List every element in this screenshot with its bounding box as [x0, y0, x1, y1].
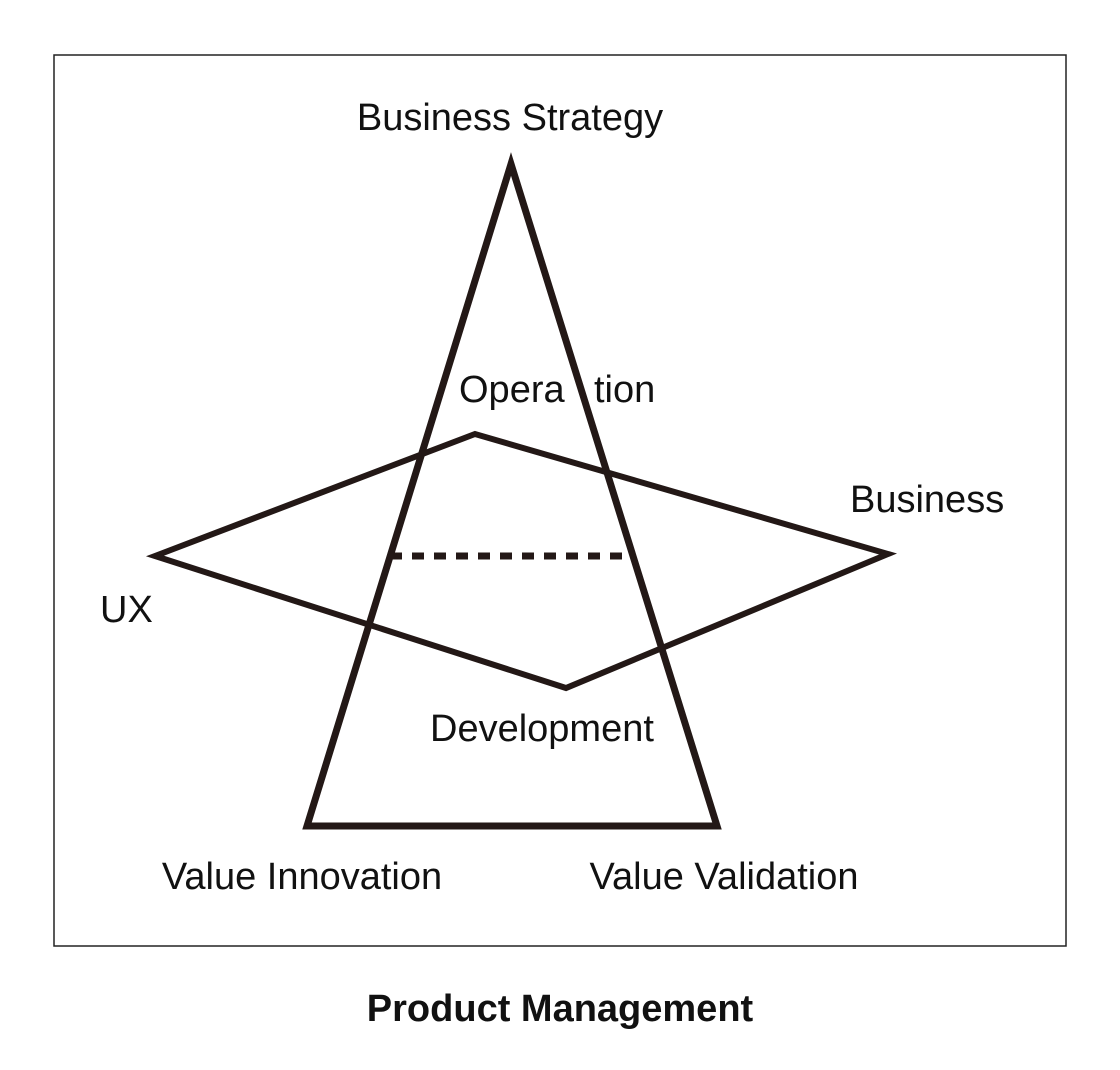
- label-development: Development: [430, 708, 654, 750]
- diamond-shape: [145, 430, 898, 692]
- label-business-strategy: Business Strategy: [357, 97, 663, 139]
- label-operation-part1: Opera: [459, 369, 565, 411]
- label-value-innovation: Value Innovation: [162, 856, 442, 898]
- diagram-caption: Product Management: [367, 988, 754, 1030]
- label-business: Business: [850, 479, 1004, 521]
- diagram-frame: [53, 54, 1067, 947]
- label-ux: UX: [100, 589, 153, 631]
- label-operation-part2: tion: [594, 369, 655, 411]
- label-value-validation: Value Validation: [589, 856, 858, 898]
- pyramid-triangle: [302, 152, 722, 830]
